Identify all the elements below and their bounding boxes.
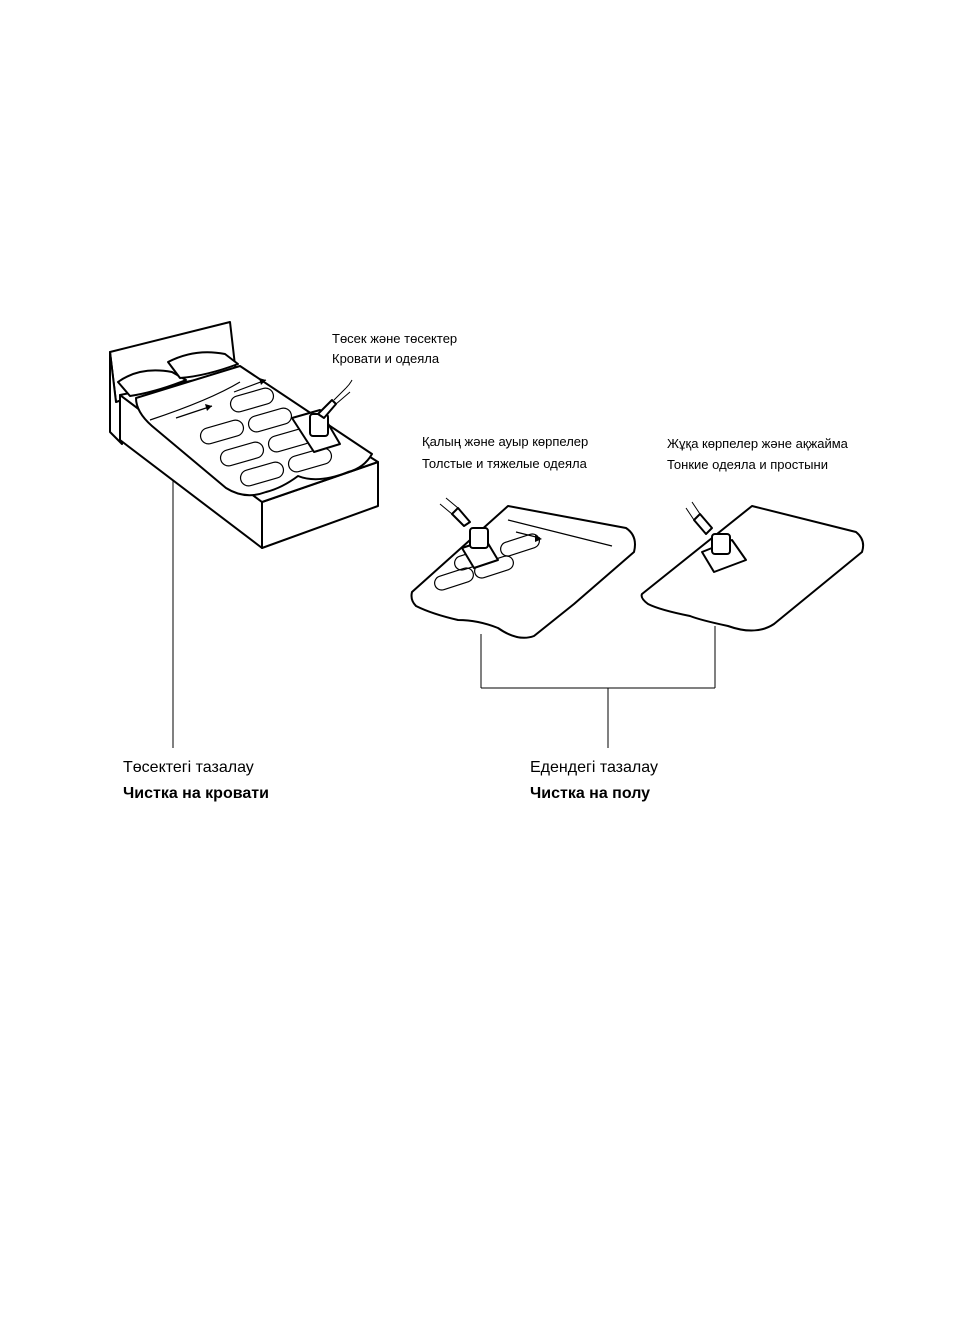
- floor-cleaning-ru: Чистка на полу: [530, 786, 650, 802]
- thin-blanket-ru: Тонкие одеяла и простыни: [667, 458, 828, 471]
- thick-blanket-illustration: [412, 498, 636, 638]
- bed-title-kk: Төсек және төсектер: [332, 332, 457, 345]
- floor-cleaning-kk: Едендегі тазалау: [530, 760, 658, 776]
- bed-title-ru: Кровати и одеяла: [332, 352, 439, 365]
- thin-blanket-kk: Жұқа көрпелер және ақжайма: [667, 437, 848, 450]
- thick-blanket-kk: Қалың және ауыр көрпелер: [422, 435, 588, 448]
- thin-blanket-illustration: [642, 502, 864, 631]
- bed-cleaning-ru: Чистка на кровати: [123, 786, 269, 802]
- bed-cleaning-kk: Төсектегі тазалау: [123, 760, 254, 776]
- thick-blanket-ru: Толстые и тяжелые одеяла: [422, 457, 587, 470]
